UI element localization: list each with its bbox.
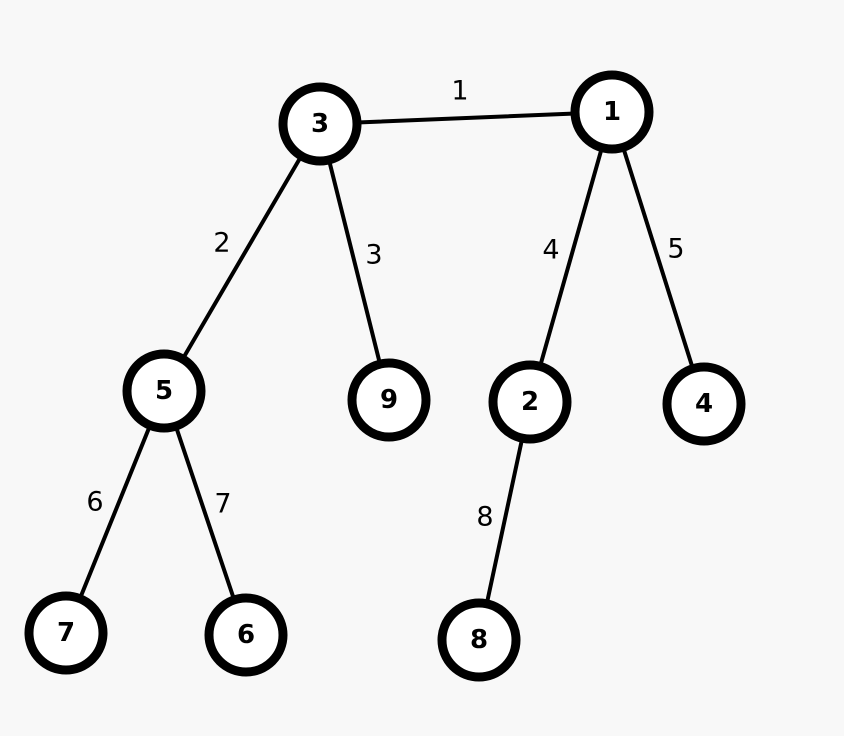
edge-3-5: [162, 122, 322, 393]
edge-5-6: [162, 389, 248, 637]
edge-1-2: [528, 110, 614, 404]
edge-weight-5-7: 6: [86, 487, 103, 518]
node-label: 1: [603, 97, 621, 127]
node-label: 6: [237, 620, 255, 650]
node-label: 7: [57, 618, 75, 648]
node-1: 1: [570, 70, 654, 154]
node-6: 6: [204, 593, 288, 677]
node-label: 8: [470, 625, 488, 655]
edge-weight-1-2: 4: [542, 235, 559, 266]
node-9: 9: [347, 358, 431, 442]
node-5: 5: [122, 349, 206, 433]
node-label: 9: [380, 385, 398, 415]
node-label: 2: [521, 387, 539, 417]
edge-weight-3-5: 2: [213, 228, 230, 259]
edge-labels: 1 2 3 4 5 6 7 8: [86, 76, 684, 533]
node-2: 2: [488, 360, 572, 444]
edge-weight-2-8: 8: [476, 502, 493, 533]
edge-weight-5-6: 7: [214, 489, 231, 520]
node-label: 4: [695, 389, 713, 419]
node-7: 7: [24, 591, 108, 675]
node-label: 3: [311, 109, 329, 139]
node-8: 8: [437, 598, 521, 682]
edge-3-1: [318, 110, 614, 126]
edge-weight-1-4: 5: [667, 234, 684, 265]
edge-5-7: [64, 389, 166, 635]
node-4: 4: [662, 362, 746, 446]
edge-weight-3-9: 3: [365, 240, 382, 271]
nodes: 3 1 5 9 2 4 7 6: [24, 70, 746, 682]
edge-3-9: [318, 122, 391, 402]
edge-weight-3-1: 1: [451, 76, 468, 107]
node-3: 3: [278, 82, 362, 166]
node-label: 5: [155, 376, 173, 406]
edge-1-4: [610, 110, 706, 406]
